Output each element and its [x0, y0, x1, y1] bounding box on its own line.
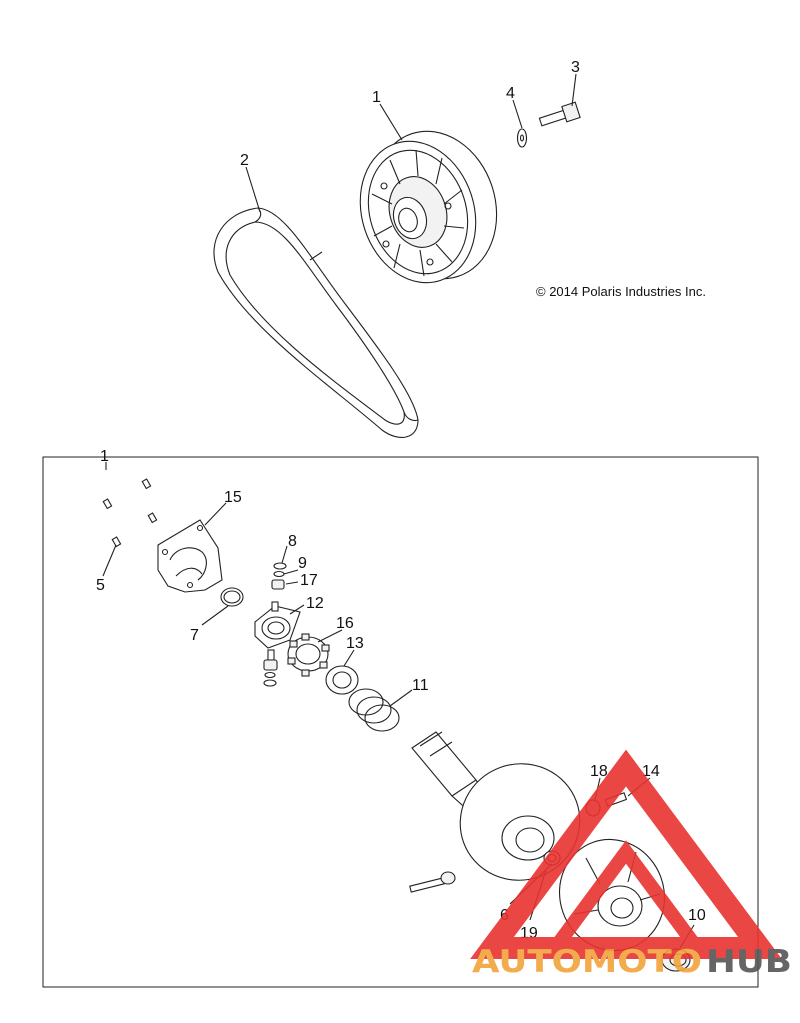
clutch-cover: [157, 519, 223, 593]
callout-13: 13: [346, 635, 364, 652]
callout-18: 18: [590, 763, 608, 780]
watermark-text-right: HUB: [706, 944, 792, 980]
watermark-text-left: AUTOMOTO: [472, 944, 702, 980]
roller-hardware-upper: [271, 562, 287, 590]
callout-11: 11: [412, 677, 429, 694]
assembly-frame: [42, 456, 759, 988]
callout-16: 16: [336, 615, 354, 632]
roller-hardware-lower: [263, 649, 278, 687]
watermark-logo: AUTOMOTO HUB: [470, 749, 792, 980]
watermark-triangle-inner: [544, 840, 708, 951]
callout-7: 7: [190, 627, 199, 644]
driven-clutch-sheave: [359, 130, 498, 284]
clutch-spring: [348, 688, 400, 732]
spider-buttons: [287, 633, 330, 677]
callout-4: 4: [506, 85, 515, 102]
spider: [254, 601, 301, 649]
callout-5: 5: [96, 577, 105, 594]
thrust-washer: [325, 665, 359, 695]
callout-12: 12: [306, 595, 324, 612]
callout-17: 17: [300, 572, 318, 589]
screws: [102, 478, 158, 548]
callout-14: 14: [642, 763, 660, 780]
callout-10: 10: [688, 907, 706, 924]
callout-15: 15: [224, 489, 242, 506]
callout-9: 9: [298, 555, 307, 572]
callout-2: 2: [240, 152, 249, 169]
callout-3: 3: [571, 59, 580, 76]
copyright-text: © 2014 Polaris Industries Inc.: [536, 284, 706, 299]
callout-1-top: 1: [372, 89, 381, 106]
washer: [516, 128, 528, 148]
callout-8: 8: [288, 533, 297, 550]
o-ring: [220, 587, 244, 607]
retaining-bolt: [538, 101, 581, 127]
callout-1-box: 1: [100, 448, 109, 465]
pin-lower: [409, 871, 456, 893]
